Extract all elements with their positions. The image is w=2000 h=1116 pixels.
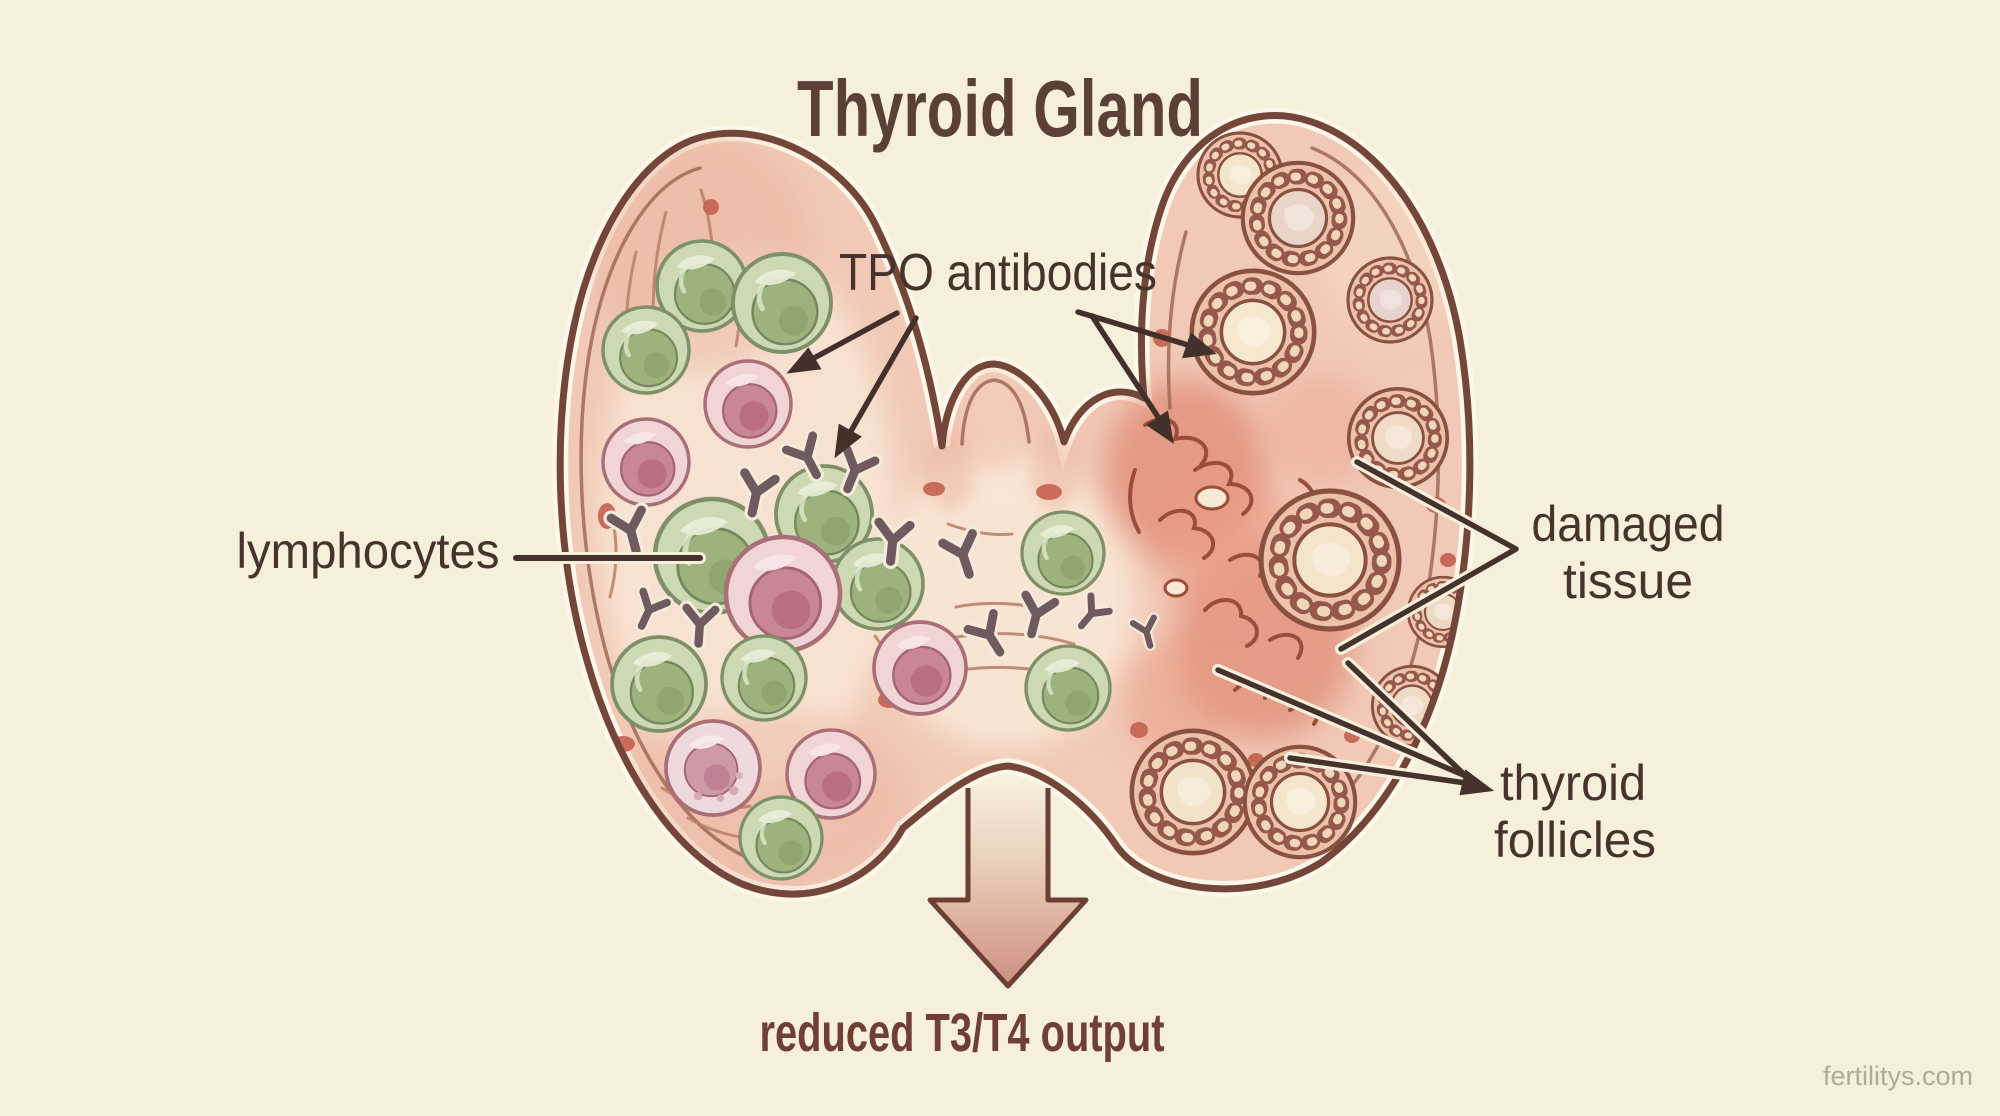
label-damaged-tissue-line2: tissue <box>1563 553 1693 609</box>
lymphocyte-green-cell <box>833 539 923 629</box>
thyroid-follicle <box>1243 163 1353 273</box>
lymphocyte-pale-pink-cell <box>664 719 762 817</box>
label-reduced-output: reduced T3/T4 output <box>760 1003 1165 1063</box>
lymphocyte-green-cell <box>733 254 831 352</box>
down-arrow <box>927 786 1089 989</box>
lymphocyte-green-cell <box>722 636 806 720</box>
thyroid-gland <box>552 107 1478 903</box>
thyroid-follicle <box>1132 731 1254 853</box>
thyroid-follicle <box>1261 491 1399 629</box>
thyroid-follicle <box>1192 271 1314 393</box>
label-damaged-tissue-line1: damaged <box>1532 496 1725 552</box>
lymphocyte-green-cell <box>1022 512 1104 594</box>
watermark: fertilitys.com <box>1823 1061 1973 1091</box>
lymphocyte-pink-cell <box>726 537 840 651</box>
lymphocyte-green-cell <box>1026 646 1110 730</box>
label-lymphocytes: lymphocytes <box>237 523 500 579</box>
lymphocyte-pink-cell <box>601 417 691 507</box>
damaged-tissue-pointer <box>1335 456 1522 655</box>
thyroid-follicles-pointer <box>1212 657 1495 796</box>
thyroid-follicle <box>1348 258 1432 342</box>
label-tpo-antibodies: TPO antibodies <box>839 244 1157 302</box>
lymphocyte-green-cell <box>612 637 706 731</box>
lymphocyte-pink-cell <box>703 359 793 449</box>
lymphocyte-green-cell <box>740 797 822 879</box>
thyroid-follicle <box>1349 389 1447 487</box>
lymphocyte-pink-cell <box>872 620 968 716</box>
gland-outline <box>556 112 1474 898</box>
label-thyroid-follicles-line1: thyroid <box>1500 755 1646 811</box>
diagram-title: Thyroid Gland <box>797 64 1203 153</box>
lymphocyte-green-cell <box>603 307 689 393</box>
tpo-arrows <box>786 309 1217 459</box>
label-thyroid-follicles-line2: follicles <box>1494 812 1656 868</box>
